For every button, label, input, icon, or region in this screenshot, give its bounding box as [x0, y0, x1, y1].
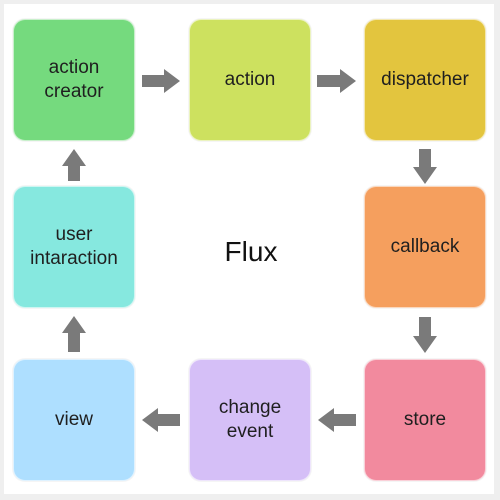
arrow-callback-to-store-icon	[413, 317, 437, 353]
node-dispatcher: dispatcher	[364, 19, 486, 141]
arrow-action-creator-to-action-icon	[142, 69, 180, 93]
node-dispatcher-label: dispatcher	[381, 69, 469, 90]
node-change-event: change event	[189, 359, 311, 481]
arrow-view-to-user-interaction-icon	[62, 316, 86, 352]
node-store-label: store	[403, 409, 447, 430]
node-action-creator: action creator	[13, 19, 135, 141]
node-user-interaction: user intaraction	[13, 186, 135, 308]
arrow-change-event-to-view-icon	[142, 408, 180, 432]
arrow-user-interaction-to-action-creator-icon	[62, 149, 86, 181]
node-user-interaction-label: user intaraction	[30, 224, 118, 269]
node-view: view	[13, 359, 135, 481]
node-callback: callback	[364, 186, 486, 308]
diagram-title: Flux	[224, 236, 278, 267]
arrow-action-to-dispatcher-icon	[317, 69, 356, 93]
node-action-label: action	[224, 69, 276, 90]
node-change-event-label: change event	[218, 397, 282, 442]
node-callback-label: callback	[390, 236, 460, 257]
arrow-dispatcher-to-callback-icon	[413, 149, 437, 184]
arrow-store-to-change-event-icon	[318, 408, 356, 432]
node-view-label: view	[54, 409, 93, 430]
node-action-creator-label: action creator	[44, 57, 104, 102]
node-store: store	[364, 359, 486, 481]
node-action: action	[189, 19, 311, 141]
